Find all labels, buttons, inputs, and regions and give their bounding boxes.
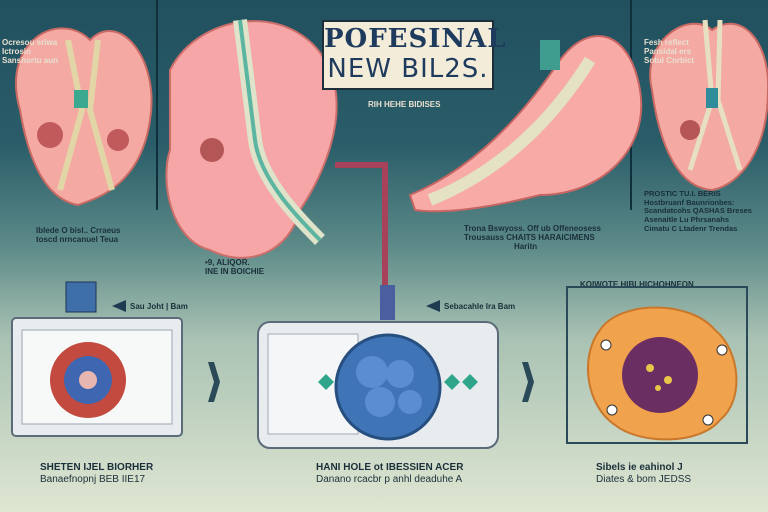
bottom-center-caption: HANI HOLE ot IBESSIEN ACER Danano rcacbr… [316,462,463,485]
main-title: POFESINAL NEW BIL2S. [322,20,507,90]
caption-center-right-line: Haritn [514,242,538,252]
caption-center-left-line: INE IN BOICHIE [205,267,265,277]
callout-center: Sebacahle Ira Bam [444,302,516,311]
micro-title: KOIWOTE HIBLHICHOHNEON [580,280,694,289]
caption-center-left-line: •9, ALIQOR. [205,258,250,267]
anatomy-illustration-left [15,27,153,207]
title-line-2: NEW BIL2S. [327,54,489,84]
caption-right-line: Hostbruanf Baunrionbes: [644,197,735,207]
callout-left: Sau Joht | Bam [130,302,188,311]
caption-left-line: toscd nrncanuel Teua [36,235,119,245]
bottom-left-line: SHETEN IJEL BIORHER [40,462,154,473]
bottom-left-caption: SHETEN IJEL BIORHER Banaefnopnj BEB IIE1… [40,462,153,485]
connector-pipe [335,162,388,320]
anatomy-illustration-center [165,19,338,259]
anatomy-illustration-right [408,35,643,213]
caption-center-left: •9, ALIQOR. INE IN BOICHIE [205,258,264,276]
title-line-1: POFESINAL [324,24,507,54]
caption-center-right: Trona Bswyoss. Off ub Offeneosess Trousa… [464,224,601,252]
top-left-label-line: Ocresou sriwa [2,38,58,47]
bottom-left-line: Banaefnopnj BEB IIE17 [40,473,146,485]
top-right-label: Fesh reflect Pansidal ers Sotui Cnrbict [644,38,694,66]
bottom-right-line: Sibels ie eahinol J [596,462,683,473]
caption-left: Iblede O bisl.. Crraeus toscd nrncanuel … [36,226,120,244]
anatomy-illustration-far-right [649,19,768,192]
cell-illustration [587,306,738,441]
caption-left-line: Iblede O bisl.. Crraeus [36,226,121,235]
caption-right-line: PROSTIC TU.I. BERIS [644,189,721,198]
divider-1 [156,0,158,210]
subtitle: RIH HEHE BIDISES [368,100,441,109]
caption-right-line: Scandatcohs QASHAS Breses [644,206,752,216]
micro-panel [566,286,748,444]
caption-right-line: Asenaitle Lu Phrsanahs [644,214,730,224]
caption-center-right-line: Trousauss CHAITS HARAICIMENS [464,233,595,243]
top-left-label: Ocresou sriwa Ictrosin Sanshortu aun [2,38,58,66]
device-center [257,321,499,449]
caption-right: PROSTIC TU.I. BERIS Hostbruanf Baunrionb… [644,189,752,233]
bottom-center-line: Danano rcacbr p anhl deaduhe A [316,473,463,485]
caption-right-line: Cimatu C Ltadenr Trendas [644,223,738,233]
bottom-right-line: Diates & bom JEDSS [596,473,692,485]
caption-center-right-line: Trona Bswyoss. Off ub Offeneosess [464,224,601,233]
device-left [11,281,183,437]
bottom-right-caption: Sibels ie eahinol J Diates & bom JEDSS [596,462,691,485]
top-left-label-line: Sanshortu aun [2,56,59,66]
top-left-label-line: Ictrosin [2,47,31,57]
bottom-center-line: HANI HOLE ot IBESSIEN ACER [316,462,464,473]
flow-arrows [208,362,534,402]
top-right-label-line: Fesh reflect [644,38,689,47]
top-right-label-line: Pansidal ers [644,47,692,57]
top-right-label-line: Sotui Cnrbict [644,56,695,66]
